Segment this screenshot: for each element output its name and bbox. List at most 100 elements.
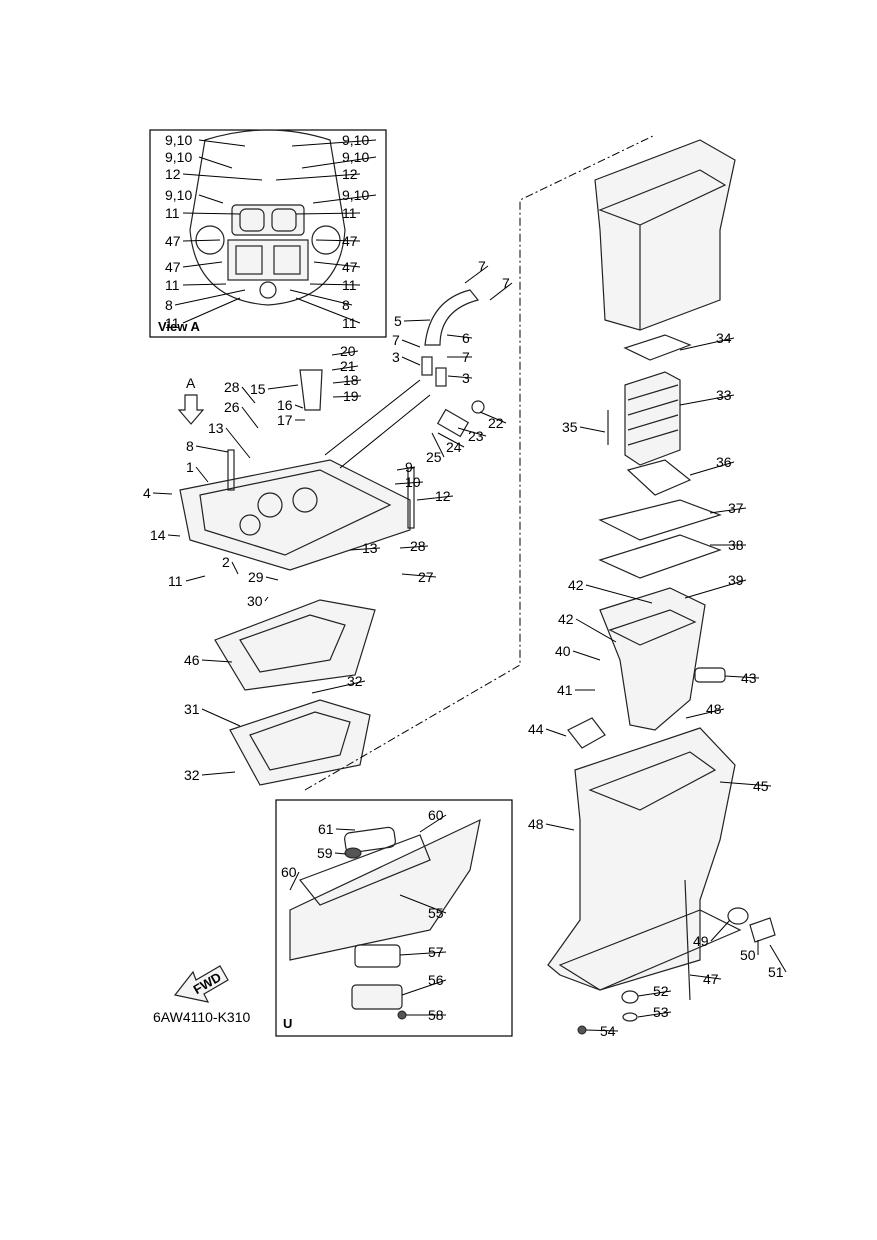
callout-c5: 5 (394, 313, 402, 329)
callout-c17: 17 (277, 412, 293, 428)
callout-c35: 35 (562, 419, 578, 435)
divider-line (304, 134, 656, 791)
callout-c60b: 60 (281, 864, 297, 880)
callout-c9: 9 (405, 459, 413, 475)
leader-c5 (403, 319, 431, 322)
plate-50 (749, 917, 776, 943)
leader-c32b (201, 771, 236, 776)
leader-c59 (334, 852, 347, 855)
callout-c7a: 7 (478, 258, 486, 274)
callout-c16: 16 (277, 397, 293, 413)
callout-c15: 15 (250, 381, 266, 397)
leader-c25 (431, 432, 445, 458)
leader-c26 (241, 406, 259, 429)
leader-c8 (195, 445, 229, 453)
leader-viewa-right-6 (313, 261, 361, 268)
leader-c57 (399, 951, 447, 956)
view-a-labels: 9,109,10129,10114747118119,109,10129,101… (165, 132, 377, 331)
leader-c43 (724, 675, 760, 679)
callout-c3a: 3 (392, 349, 400, 365)
callout-c6: 6 (462, 330, 470, 346)
callout-c60a: 60 (428, 807, 444, 823)
callout-c18: 18 (343, 372, 359, 388)
leader-c39 (684, 579, 747, 599)
leader-viewa-left-0 (198, 139, 246, 147)
inset-u-title: U (283, 1016, 292, 1031)
pipe-24 (436, 408, 470, 438)
callout-viewa-left-4: 11 (165, 205, 180, 221)
callout-c26: 26 (224, 399, 240, 415)
gasket-37 (598, 499, 722, 541)
leader-c15 (267, 384, 299, 390)
callout-c21: 21 (340, 358, 356, 374)
callout-c2: 2 (222, 554, 230, 570)
leader-viewa-right-9 (295, 297, 361, 324)
upper-casing-45 (547, 727, 742, 991)
callout-c23: 23 (468, 428, 484, 444)
leader-c51 (769, 944, 787, 973)
callout-viewa-left-2: 12 (165, 166, 181, 182)
leader-viewa-right-8 (289, 289, 353, 306)
callout-c8: 8 (186, 438, 194, 454)
callout-c41: 41 (557, 682, 573, 698)
leader-c42b (575, 618, 617, 643)
leader-c7c (401, 339, 421, 348)
leader-viewa-right-1 (301, 156, 377, 169)
bolt-47 (684, 879, 691, 1001)
bolt-54 (577, 1025, 587, 1035)
callout-viewa-left-0: 9,10 (165, 132, 192, 148)
exhaust-guide (179, 369, 415, 571)
callout-c11: 11 (168, 573, 183, 589)
leader-c2 (231, 561, 239, 575)
callout-c53: 53 (653, 1004, 669, 1020)
callout-viewa-left-6: 47 (165, 259, 181, 275)
gasket-34 (623, 334, 692, 361)
leader-c40 (572, 650, 601, 661)
callout-c45: 45 (753, 778, 769, 794)
leader-c20 (331, 350, 359, 356)
leader-c13b (349, 547, 381, 551)
exhaust-manifold-40 (599, 587, 706, 731)
leader-c18 (332, 379, 362, 384)
water-hose (424, 289, 480, 346)
callout-c25: 25 (426, 449, 442, 465)
callout-c28a: 28 (224, 379, 240, 395)
callout-c51: 51 (768, 964, 784, 980)
leader-c1 (195, 466, 209, 483)
callout-c47: 47 (703, 971, 719, 987)
leader-c30 (264, 596, 269, 602)
callout-c4: 4 (143, 485, 151, 501)
callout-viewa-left-9: 11 (165, 315, 180, 331)
leader-viewa-right-0 (291, 139, 377, 147)
muffler-33 (624, 371, 681, 466)
callout-c57: 57 (428, 944, 444, 960)
leader-c21 (331, 365, 359, 371)
callout-c31: 31 (184, 701, 200, 717)
callout-c13a: 13 (208, 420, 224, 436)
callout-c27: 27 (418, 569, 434, 585)
callout-c48b: 48 (528, 816, 544, 832)
leader-viewa-left-7 (182, 283, 227, 286)
leader-c47 (689, 974, 722, 980)
diagram-code: 6AW4110-K310 (153, 1009, 250, 1025)
leader-c48b (545, 823, 575, 831)
leader-c60b (289, 871, 300, 891)
leader-c4 (152, 492, 173, 495)
callout-c50: 50 (740, 947, 756, 963)
leader-c29 (265, 576, 279, 581)
callout-c43: 43 (741, 670, 757, 686)
leader-viewa-right-5 (315, 239, 361, 242)
leader-c53 (637, 1011, 672, 1018)
leader-viewa-left-6 (182, 261, 223, 268)
callout-c29: 29 (248, 569, 264, 585)
leader-c13a (225, 427, 251, 459)
leader-c12 (416, 495, 454, 501)
leader-c11 (185, 575, 206, 582)
leader-c36 (689, 461, 735, 476)
callout-c13b: 13 (362, 540, 378, 556)
callout-c55: 55 (428, 905, 444, 921)
callout-viewa-left-5: 47 (165, 233, 181, 249)
callout-c56: 56 (428, 972, 444, 988)
washer-53 (622, 1012, 638, 1022)
grommet-52 (621, 990, 639, 1004)
